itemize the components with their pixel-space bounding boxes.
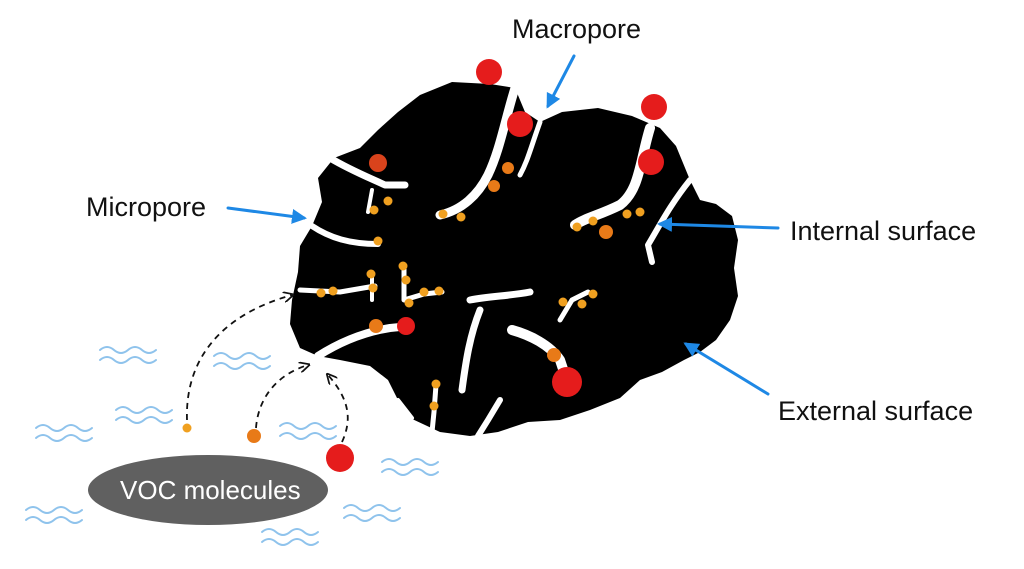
large-molecule	[638, 149, 664, 175]
small-molecule	[182, 423, 192, 433]
small-molecule	[622, 209, 632, 219]
small-molecule	[398, 261, 408, 271]
small-molecules	[182, 196, 645, 433]
wave-icon	[213, 352, 271, 370]
small-molecule	[577, 299, 587, 309]
small-molecule	[404, 298, 414, 308]
small-molecule	[438, 209, 448, 219]
internal-surface-label: Internal surface	[790, 216, 977, 246]
small-molecule	[558, 297, 568, 307]
wave-icon	[115, 406, 173, 424]
small-molecule	[434, 286, 444, 296]
wave-icon	[261, 528, 319, 546]
arrow-icon	[657, 216, 780, 232]
large-molecule	[476, 59, 502, 85]
wave-icon	[35, 424, 93, 442]
large-molecule	[552, 367, 582, 397]
voc-ellipse	[88, 455, 328, 525]
wave-icon	[381, 458, 439, 476]
small-molecule	[456, 212, 466, 222]
small-molecule	[328, 286, 338, 296]
medium-molecule	[488, 180, 500, 192]
medium-molecule	[599, 225, 613, 239]
macropore-label: Macropore	[512, 14, 642, 44]
small-molecule	[431, 379, 441, 389]
voc-molecules-label: VOC molecules	[120, 475, 301, 505]
medium-molecule	[369, 319, 383, 333]
small-molecule	[383, 196, 393, 206]
small-molecule	[635, 207, 645, 217]
external-surface-label: External surface	[778, 396, 974, 426]
large-molecules	[326, 59, 667, 472]
small-molecule	[401, 275, 411, 285]
large-molecule	[641, 94, 667, 120]
wave-icon	[343, 504, 401, 522]
arrow-icon	[546, 54, 576, 109]
small-molecule	[366, 269, 376, 279]
small-molecule	[369, 205, 379, 215]
diffusion-arrow	[255, 365, 308, 429]
small-molecule	[429, 401, 439, 411]
small-molecule	[419, 287, 429, 297]
medium-molecule	[502, 162, 514, 174]
small-molecule	[572, 222, 582, 232]
wave-icon	[99, 346, 157, 364]
large-molecule	[397, 317, 415, 335]
small-molecule	[316, 288, 326, 298]
small-molecule	[588, 216, 598, 226]
medium-molecules	[247, 162, 613, 443]
medium-molecule	[247, 429, 261, 443]
diffusion-paths	[186, 295, 349, 443]
diffusion-arrow	[328, 375, 349, 443]
large-molecule	[507, 111, 533, 137]
micropore-label: Micropore	[86, 192, 207, 222]
arrow-icon	[226, 206, 307, 224]
large-molecule	[326, 444, 354, 472]
small-molecule	[368, 283, 378, 293]
small-molecule	[373, 236, 383, 246]
arrow-icon	[683, 342, 770, 396]
small-molecule	[588, 289, 598, 299]
gas-waves	[25, 346, 439, 546]
medium-molecule	[547, 348, 561, 362]
large-molecule	[369, 154, 387, 172]
label-arrows	[226, 54, 780, 396]
wave-icon	[25, 506, 83, 524]
wave-icon	[279, 422, 337, 440]
